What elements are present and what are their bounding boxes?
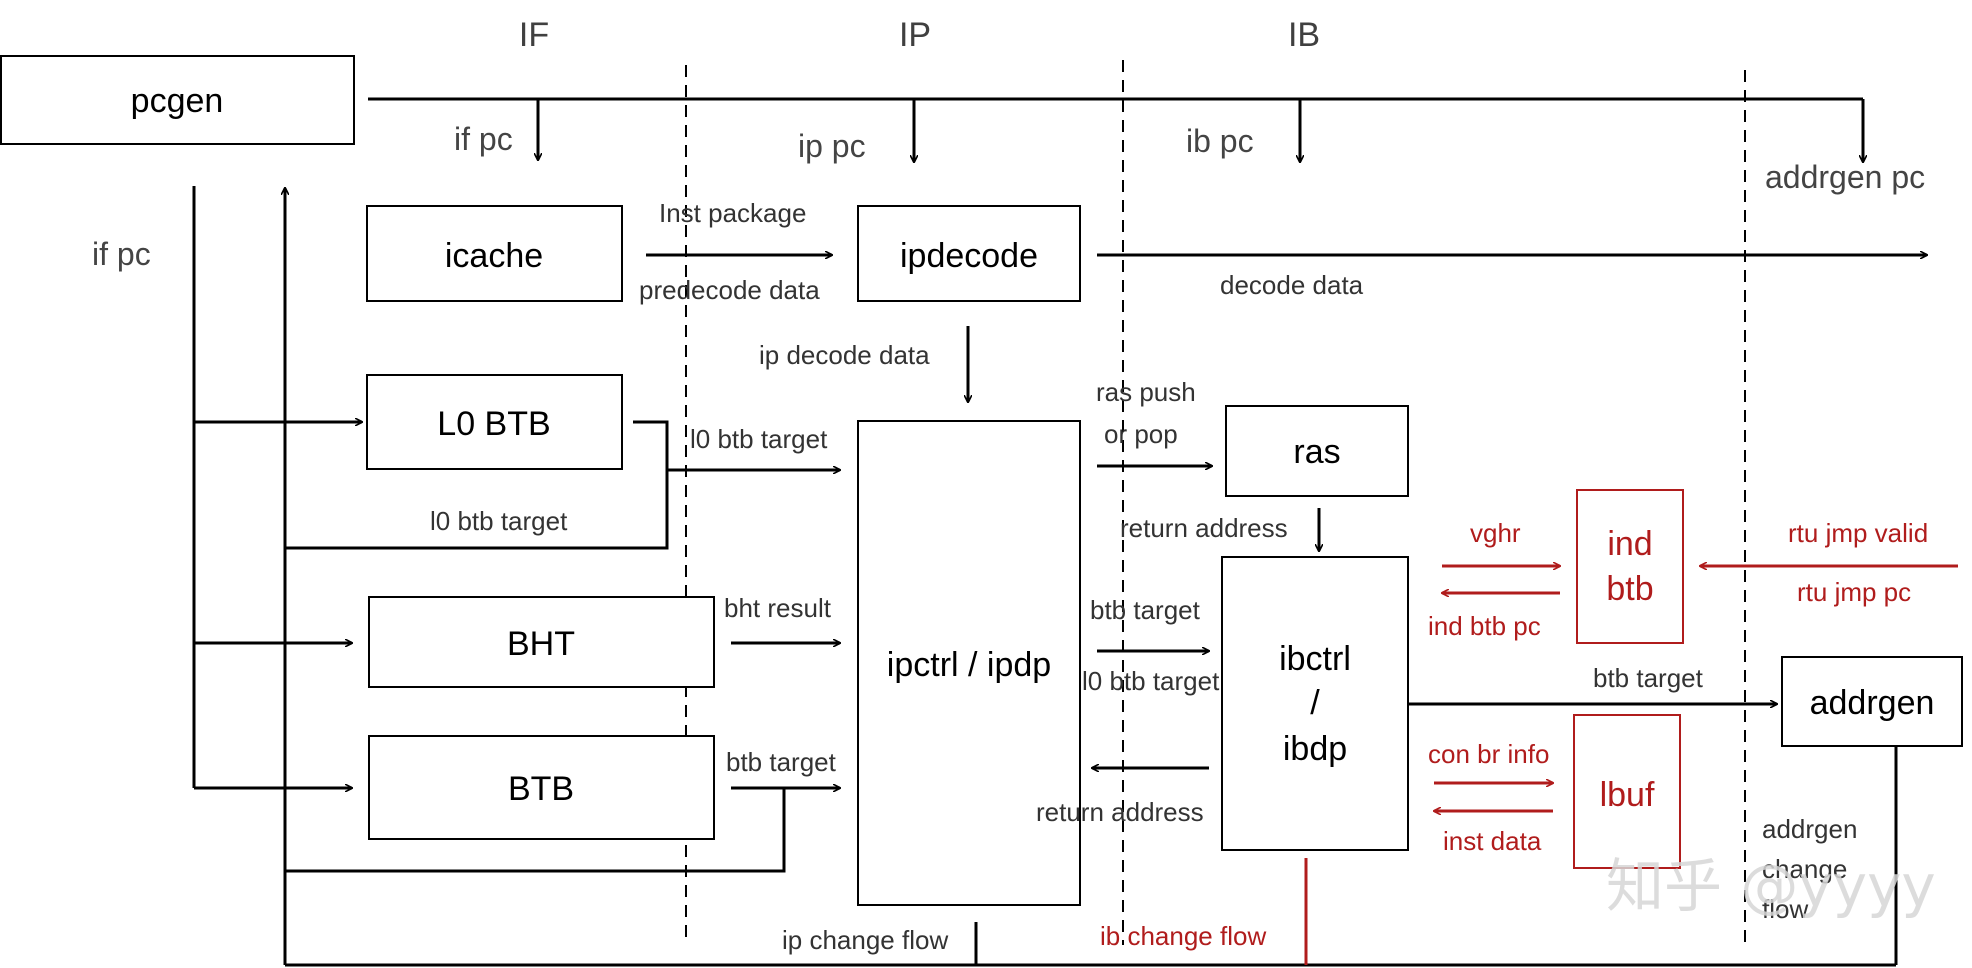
return-address-top-label: return address — [1120, 513, 1288, 543]
ibctrl-label-line2: / — [1310, 684, 1320, 722]
btb-target-ib-label: btb target — [1090, 595, 1201, 625]
bht-block — [368, 596, 715, 688]
ib-pc-label: ib pc — [1186, 123, 1254, 159]
icache-label: icache — [445, 237, 543, 275]
inst-package-label: Inst package — [659, 198, 806, 228]
con-br-info-label: con br info — [1428, 739, 1549, 769]
if-pc-left-label: if pc — [92, 236, 151, 272]
addrgen-block — [1781, 656, 1963, 747]
or-pop-label: or pop — [1104, 419, 1178, 449]
ras-block — [1225, 405, 1409, 497]
rtu-jmp-valid-label: rtu jmp valid — [1788, 518, 1928, 548]
ind-btb-label-line2: btb — [1606, 570, 1653, 608]
lbuf-block — [1573, 714, 1681, 869]
btb-target-ip-label: btb target — [726, 747, 837, 777]
if-pc-label: if pc — [454, 121, 513, 157]
btb-block — [368, 735, 715, 840]
bht-result-label: bht result — [724, 593, 832, 623]
ip-pc-label: ip pc — [798, 128, 866, 164]
ras-label: ras — [1293, 433, 1340, 471]
btb-label: BTB — [508, 770, 574, 808]
lbuf-label: lbuf — [1600, 776, 1655, 814]
ipdecode-label: ipdecode — [900, 237, 1038, 275]
addrgen-change-flow-label-2: change — [1762, 854, 1847, 884]
addrgen-label: addrgen — [1810, 684, 1935, 722]
l0-btb-block — [366, 374, 623, 470]
ip-change-flow-label: ip change flow — [782, 925, 948, 955]
l0-btb-target-ib-label: l0 btb target — [1082, 666, 1220, 696]
addrgen-change-flow-label-1: addrgen — [1762, 814, 1857, 844]
stage-title-ip: IP — [899, 16, 931, 54]
bht-label: BHT — [507, 625, 575, 663]
ibctrl-ibdp-block — [1221, 556, 1409, 851]
ib-change-flow-label: ib change flow — [1100, 921, 1266, 951]
ras-push-label: ras push — [1096, 377, 1196, 407]
decode-data-label: decode data — [1220, 270, 1364, 300]
l0-btb-output-wire — [285, 420, 669, 550]
ind-btb-block — [1576, 489, 1684, 644]
ipdecode-block — [857, 205, 1081, 302]
stage-title-ib: IB — [1288, 16, 1320, 54]
predecode-data-label: predecode data — [639, 275, 820, 305]
pcgen-label: pcgen — [131, 82, 224, 120]
ibctrl-label-line3: ibdp — [1283, 730, 1347, 768]
ipctrl-ipdp-label: ipctrl / ipdp — [887, 646, 1051, 684]
l0-btb-target-bottom-label: l0 btb target — [430, 506, 568, 536]
ind-btb-label-line1: ind — [1607, 525, 1652, 563]
inst-data-label: inst data — [1443, 826, 1542, 856]
addrgen-pc-label: addrgen pc — [1765, 159, 1925, 195]
rtu-jmp-pc-label: rtu jmp pc — [1797, 577, 1911, 607]
icache-block — [366, 205, 623, 302]
ibctrl-label-line1: ibctrl — [1279, 640, 1351, 678]
return-address-bottom-label: return address — [1036, 797, 1204, 827]
watermark: 知乎 @yyyy — [1606, 852, 1936, 920]
ipctrl-ipdp-block — [857, 420, 1081, 906]
pcgen-block — [0, 55, 355, 145]
vghr-label: vghr — [1470, 518, 1521, 548]
btb-target-feedback-wire — [285, 788, 786, 873]
ip-decode-data-label: ip decode data — [759, 340, 930, 370]
ind-btb-pc-label: ind btb pc — [1428, 611, 1541, 641]
addrgen-change-flow-label-3: flow — [1762, 894, 1808, 924]
stage-title-if: IF — [519, 16, 549, 54]
btb-target-addrgen-label: btb target — [1593, 663, 1704, 693]
l0-btb-label: L0 BTB — [437, 405, 550, 443]
l0-btb-target-top-label: l0 btb target — [690, 424, 828, 454]
